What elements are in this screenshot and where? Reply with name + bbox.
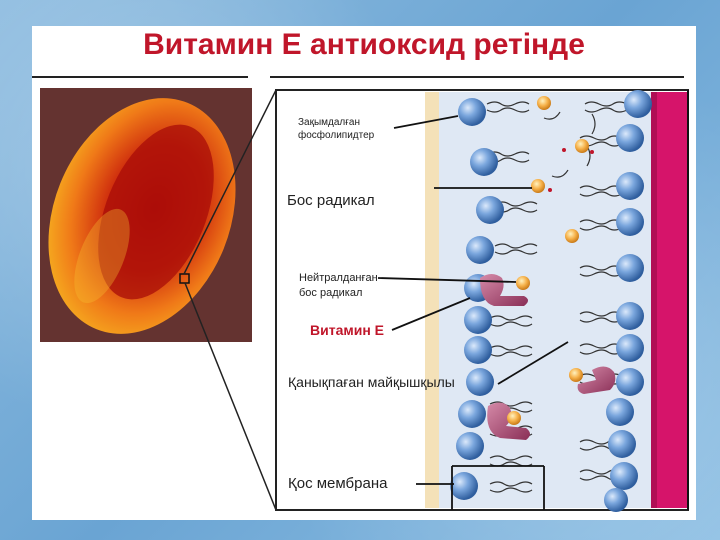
membrane-diagram — [32, 76, 689, 512]
slide-title: Витамин Е антиоксид ретінде — [143, 28, 585, 61]
label-leaders — [377, 90, 689, 510]
label-double-membrane: Қос мембрана — [288, 475, 388, 492]
inner-lipid-heads — [450, 98, 504, 500]
label-damaged-phospholipids: Зақымдалған фосфолипидтер — [298, 117, 375, 141]
slide: Витамин Е антиоксид ретінде Зақымдалған … — [32, 26, 696, 520]
label-neutralized-radical: Нейтралданған бос радикал — [299, 272, 378, 299]
label-vitamin-e: Витамин Е — [310, 322, 385, 338]
outer-lipid-heads — [604, 90, 652, 512]
red-blood-cell-image — [40, 88, 252, 342]
label-free-radical: Бос радикал — [287, 192, 375, 209]
label-unsaturated-fatty-acid: Қанықпаған майқышқылы — [288, 374, 455, 390]
free-radicals — [507, 96, 594, 425]
